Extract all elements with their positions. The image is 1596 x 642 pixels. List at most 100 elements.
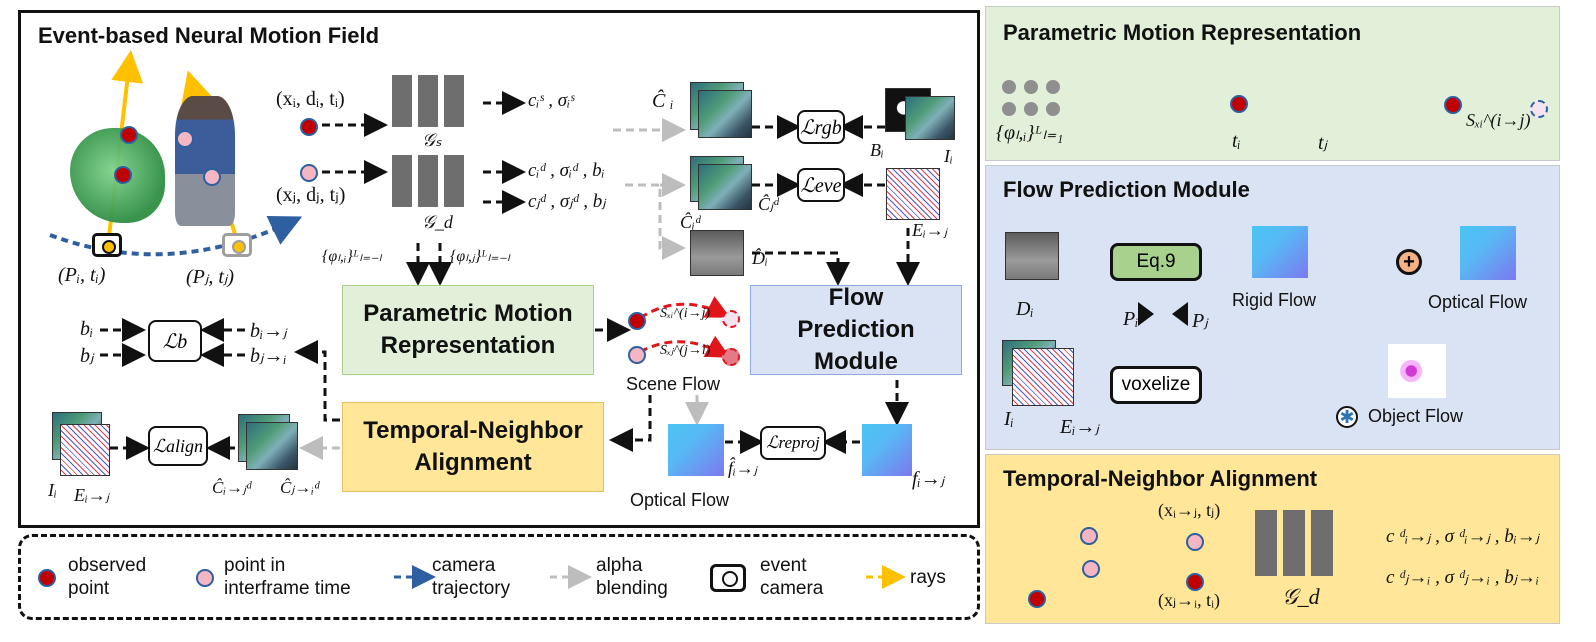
tna-gd-label: 𝒢_d [1282,584,1320,609]
network-gd-label: 𝒢_d [422,212,453,232]
observed-point [628,312,646,330]
interframe-point [300,164,318,182]
observed-point [722,348,740,366]
voxelize-box: voxelize [1110,366,1202,404]
b-ji-label: bⱼ→ᵢ [250,345,287,367]
legend-box [18,534,980,620]
voxelize-label: voxelize [1121,374,1191,395]
c-hat-i-d-label: Ĉᵢᵈ [680,212,701,232]
pmr-phi-label: {φₗ,ᵢ}ᴸₗ₌₁ [996,122,1064,144]
tna-network-gd [1255,510,1333,576]
tna-point-3 [1028,590,1046,608]
pmr-ti-label: tᵢ [1232,130,1241,152]
fpm-panel-title: Flow Prediction Module [1003,177,1250,202]
align-eij-label: Eᵢ→ⱼ [74,485,109,505]
legend-interframe-point: point in interframe time [224,555,351,599]
rigid-flow-label: Rigid Flow [1232,290,1317,310]
object-flow-label: Object Flow [1368,406,1464,426]
i-i-label: Iᵢ [944,146,953,166]
pmr-s-label: Sₓᵢ^(i→j) [1466,110,1531,130]
phi-dots [1000,78,1070,118]
camera-icon [222,233,252,257]
dynamic-output-j-label: cⱼᵈ , σⱼᵈ , bⱼ [528,191,606,212]
person-figure [175,96,235,226]
main-frame [18,10,980,528]
phi-j-label: {φₗ,ⱼ}ᴸₗ₌₋ₗ [450,248,510,265]
loss-align-box: ℒalign [148,426,208,466]
legend-event-camera: event camera [760,555,824,599]
event-camera-icon [710,564,746,592]
b-ij-label: bᵢ→ⱼ [250,320,287,342]
pmr-panel [985,6,1560,161]
fpm-ii-label: Iᵢ [1004,408,1014,430]
loss-rgb-box: ℒrgb [797,110,845,144]
f-hat-label: f̂ᵢ→ⱼ [728,458,757,478]
eq9-box: Eq.9 [1110,243,1202,281]
pmr-tj-label: tⱼ [1318,132,1328,154]
pmr-source-point [1444,96,1462,114]
b-i-label: Bᵢ [870,140,884,160]
tna-xij-label: (xᵢ→ⱼ, tⱼ) [1158,500,1221,520]
network-gs-label: 𝒢ₛ [422,130,442,150]
fpm-pj-label: Pⱼ [1192,310,1208,332]
scene-flow-ji-label: Sₓⱼ^(j→i) [660,343,711,358]
input-xj-label: (xⱼ, dⱼ, tⱼ) [276,184,346,206]
observed-point [114,166,132,184]
event-image [886,168,940,220]
fpm-optical-flow-image [1460,226,1516,280]
camera-trajectory [49,215,303,257]
observed-point [300,118,318,136]
input-rgb-image [905,96,955,140]
align-ii-label: Iᵢ [48,480,57,500]
pose-j-label: (Pⱼ, tⱼ) [186,266,235,288]
eq9-label: Eq.9 [1136,251,1176,272]
align-cij-label: Ĉᵢ→ⱼᵈ [212,478,252,497]
sum-icon: + [1396,249,1422,275]
fpm-event-image [1012,348,1074,406]
interframe-point [628,346,646,364]
f-label: fᵢ→ⱼ [912,468,945,490]
rendered-rgb-image [698,90,752,138]
tna-interframe-point [1186,533,1204,551]
tna-point-1 [1080,527,1098,545]
tna-out2-label: c ᵈⱼ→ᵢ , σ ᵈⱼ→ᵢ , bⱼ→ᵢ [1386,567,1540,588]
pmr-observed-point [1230,95,1248,113]
b-j-out-label: bⱼ [80,345,94,367]
d-hat-label: D̂ᵢ [752,248,768,268]
network-gs [392,75,464,127]
phi-i-label: {φₗ,ᵢ}ᴸₗ₌₋ₗ [322,248,382,265]
interframe-point-swatch [196,569,214,587]
b-i-out-label: bᵢ [80,318,94,340]
align-input-event [60,424,110,476]
input-xi-label: (xᵢ, dᵢ, tᵢ) [276,88,345,110]
pose-i-label: (Pᵢ, tᵢ) [58,264,106,286]
fpm-optical-flow-label: Optical Flow [1428,292,1528,312]
scene-flow-label: Scene Flow [626,374,721,394]
main-title: Event-based Neural Motion Field [38,23,380,48]
camera-icon [92,233,122,257]
fpm-panel [985,165,1560,450]
pmr-panel-title: Parametric Motion Representation [1003,20,1362,45]
static-output-label: cᵢˢ , σᵢˢ [528,90,575,111]
fpm-eij-label: Eᵢ→ⱼ [1060,416,1099,438]
align-cji-label: Ĉⱼ→ᵢᵈ [280,478,320,497]
interframe-point [722,310,740,328]
scene-flow-ij-label: Sₓᵢ^(i→j) [660,306,711,321]
loss-reproj-box: ℒreproj [760,426,826,460]
legend-observed-point: observed point [68,555,147,599]
pmr-target-point [1530,100,1548,118]
network-gd [392,155,464,207]
scene-illustration [70,88,235,228]
e-ij-label: Eᵢ→ⱼ [912,220,947,240]
observed-point-swatch [38,569,56,587]
aligned-rgb-ji [246,422,298,470]
fpm-pi-label: Pᵢ [1123,308,1139,330]
camera-frustum-i-icon [1138,302,1154,326]
camera-frustum-j-icon [1172,302,1188,326]
object-flow-image [1388,344,1446,398]
tna-observed-point [1186,573,1204,591]
legend-alpha-blending: alpha blending [596,555,668,599]
interframe-point [176,130,194,148]
tna-module: Temporal-Neighbor Alignment [342,402,604,492]
optical-flow-label: Optical Flow [630,490,730,510]
